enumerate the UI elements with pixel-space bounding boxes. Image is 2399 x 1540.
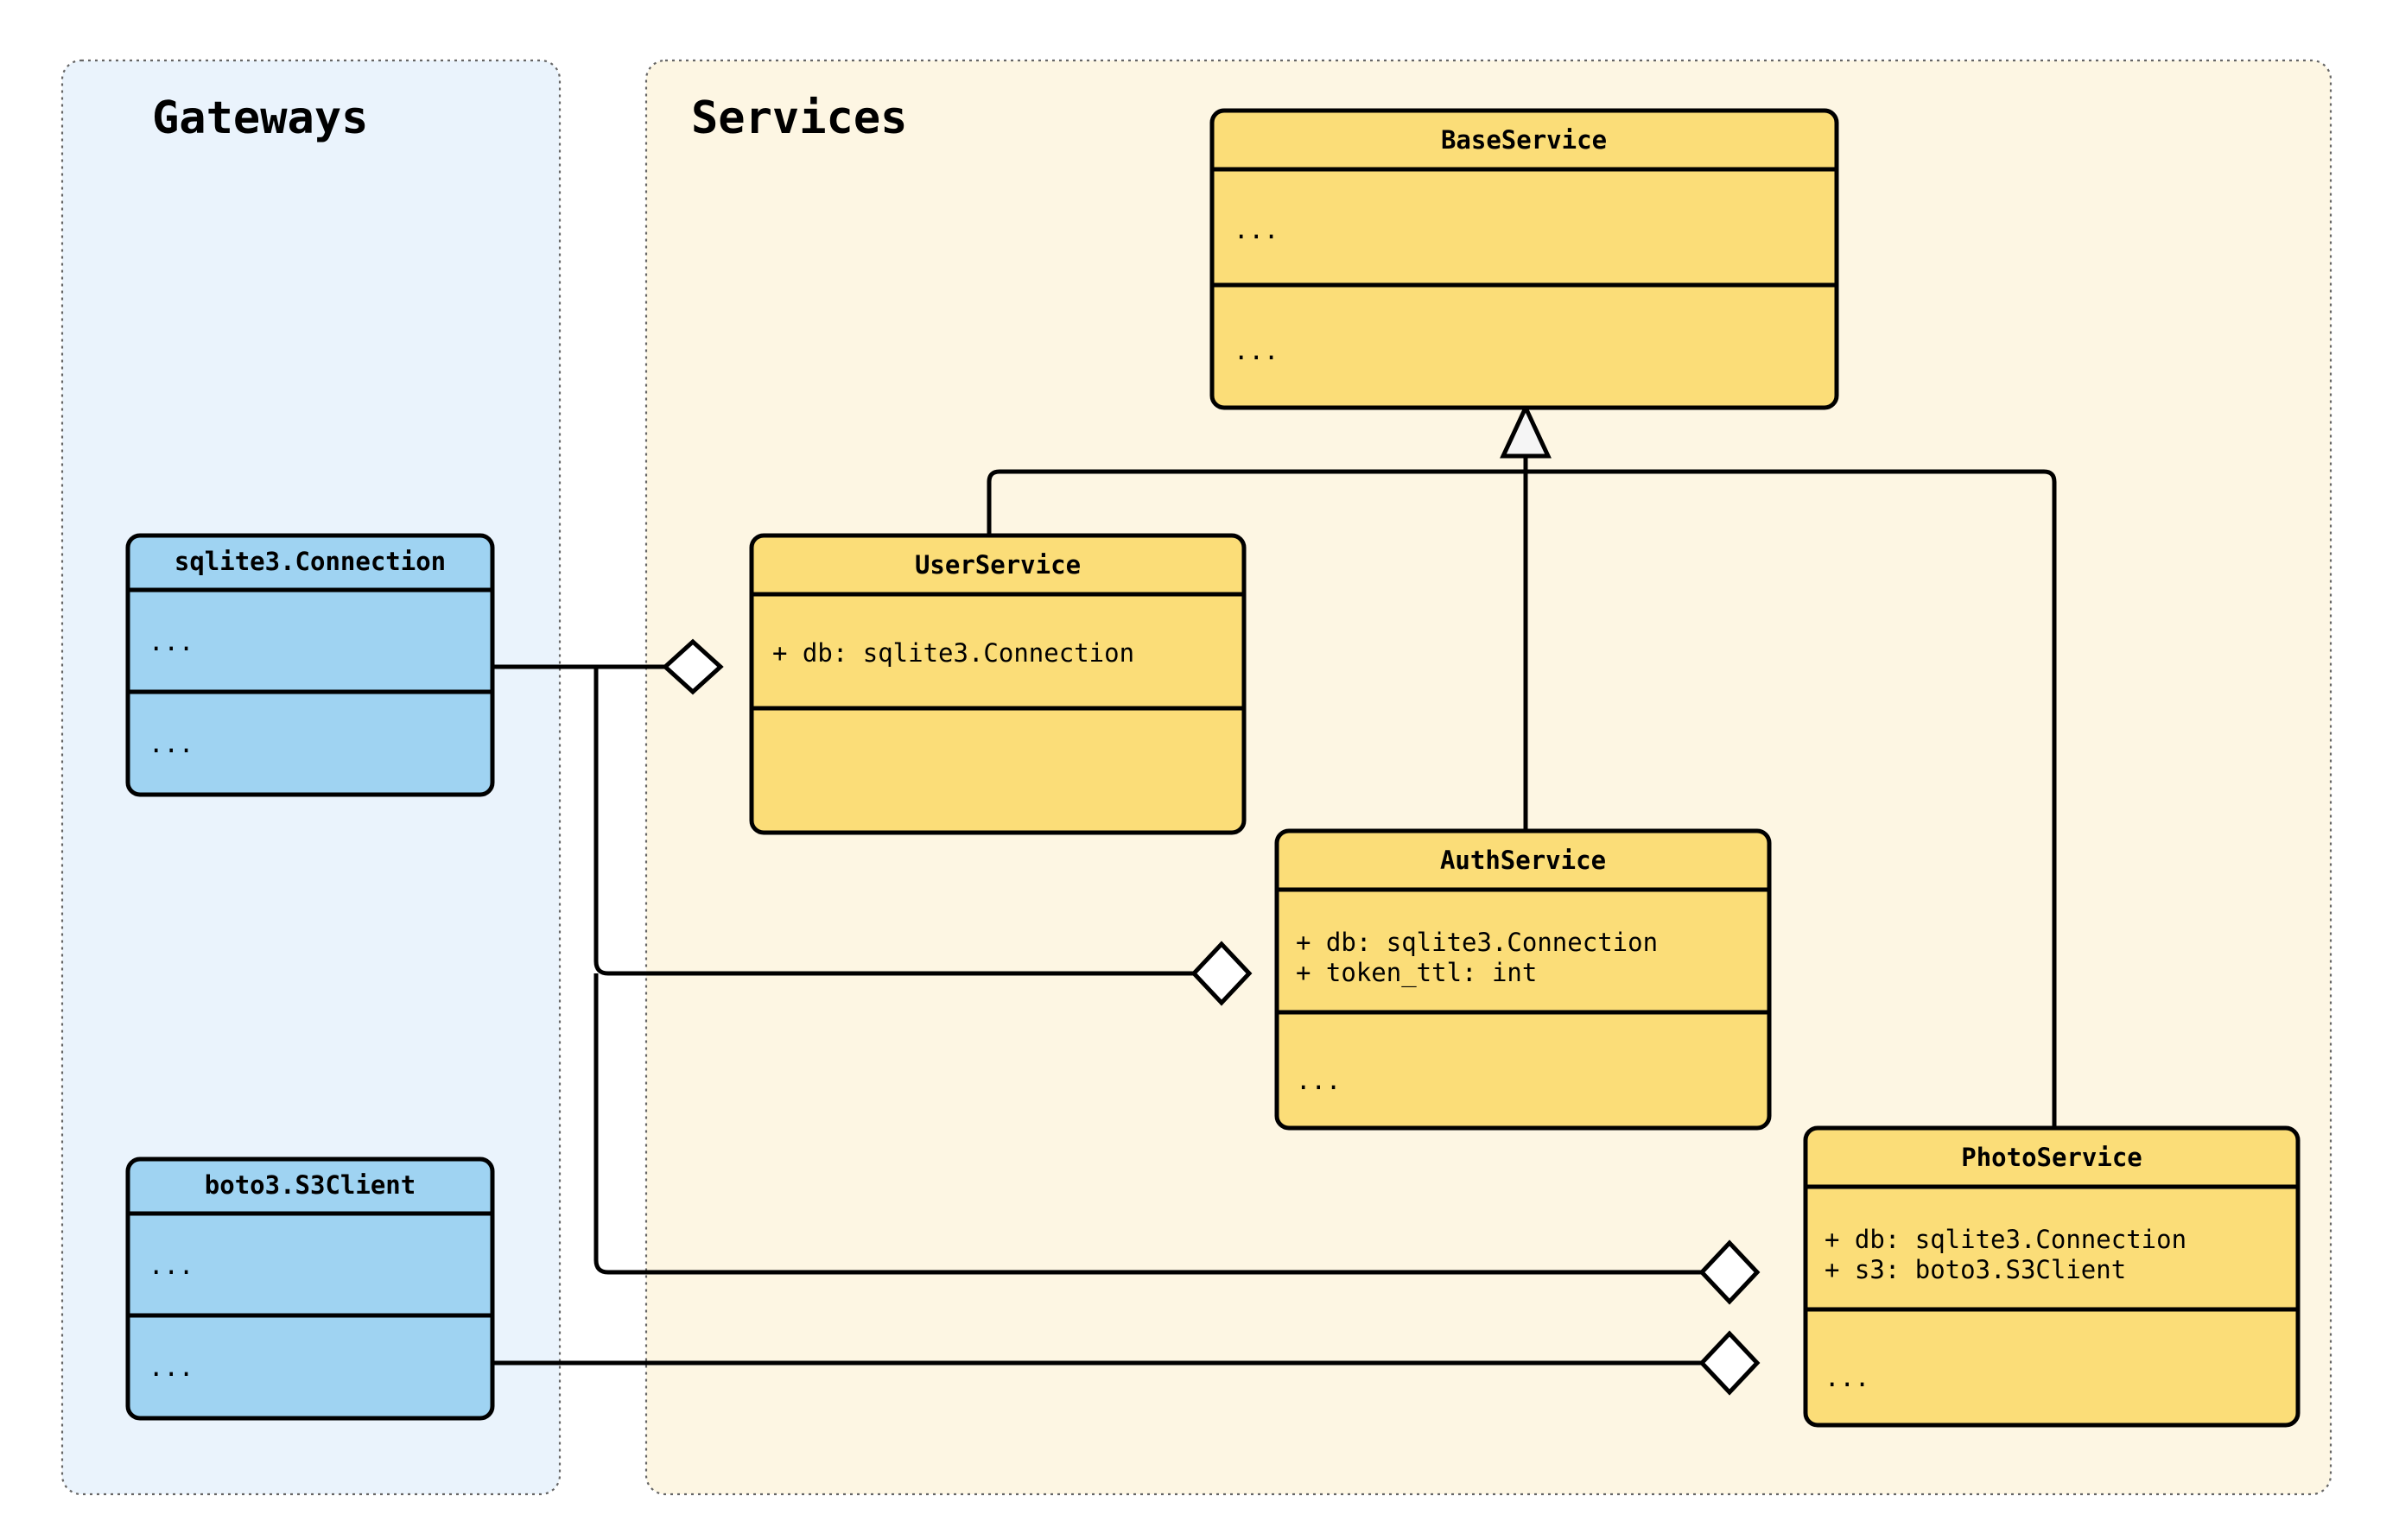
- class-photo-service-attribute-1: + db: sqlite3.Connection: [1825, 1225, 2186, 1254]
- class-auth-service-method: ...: [1296, 1066, 1341, 1095]
- aggregation-edge-auth-db: [593, 667, 1220, 976]
- generalization-arrowhead-icon: [1500, 402, 1552, 459]
- class-boto3-s3client-method: ...: [149, 1353, 194, 1382]
- aggregation-diamond-photo-s3: [1698, 1330, 1761, 1396]
- class-user-service-body: [749, 533, 1247, 835]
- class-auth-service[interactable]: AuthService + db: sqlite3.Connection + t…: [1274, 828, 1772, 1131]
- class-boto3-s3client-body: [125, 1157, 495, 1421]
- class-photo-service-attribute-2: + s3: boto3.S3Client: [1825, 1255, 2126, 1284]
- class-base-service-title: BaseService: [1441, 125, 1607, 155]
- aggregation-edges: [492, 638, 1761, 1396]
- class-sqlite3-connection-body: [125, 533, 495, 797]
- class-base-service-attribute: ...: [1234, 215, 1279, 244]
- class-photo-service[interactable]: PhotoService + db: sqlite3.Connection + …: [1803, 1125, 2301, 1428]
- class-sqlite3-connection-attribute: ...: [149, 627, 194, 656]
- class-user-service[interactable]: UserService + db: sqlite3.Connection: [749, 533, 1247, 835]
- class-boto3-s3client[interactable]: boto3.S3Client ... ...: [125, 1157, 495, 1421]
- class-sqlite3-connection[interactable]: sqlite3.Connection ... ...: [125, 533, 495, 797]
- class-photo-service-method: ...: [1825, 1363, 1869, 1392]
- class-user-service-title: UserService: [915, 550, 1081, 580]
- aggregation-diamond-user-db: [662, 638, 724, 695]
- class-boto3-s3client-title: boto3.S3Client: [205, 1170, 416, 1200]
- class-user-service-attribute: + db: sqlite3.Connection: [772, 638, 1134, 668]
- generalization-edges: [987, 402, 2057, 1140]
- aggregation-diamond-auth-db: [1190, 941, 1253, 1006]
- class-photo-service-title: PhotoService: [1961, 1143, 2142, 1172]
- package-services-title: Services: [691, 92, 907, 144]
- aggregation-edge-photo-db: [593, 973, 1728, 1275]
- class-photo-service-body: [1803, 1125, 2301, 1428]
- class-auth-service-body: [1274, 828, 1772, 1131]
- class-base-service-method: ...: [1234, 336, 1279, 365]
- class-sqlite3-connection-method: ...: [149, 729, 194, 758]
- class-base-service[interactable]: BaseService ... ...: [1209, 108, 1839, 410]
- generalization-bus: [987, 469, 2057, 1140]
- class-sqlite3-connection-title: sqlite3.Connection: [175, 547, 446, 576]
- class-base-service-body: [1209, 108, 1839, 410]
- class-auth-service-title: AuthService: [1440, 846, 1606, 875]
- class-boto3-s3client-attribute: ...: [149, 1251, 194, 1280]
- aggregation-diamond-photo-db: [1698, 1239, 1761, 1305]
- package-gateways-title: Gateways: [152, 92, 368, 144]
- class-auth-service-attribute-2: + token_ttl: int: [1296, 958, 1537, 988]
- class-auth-service-attribute-1: + db: sqlite3.Connection: [1296, 928, 1658, 957]
